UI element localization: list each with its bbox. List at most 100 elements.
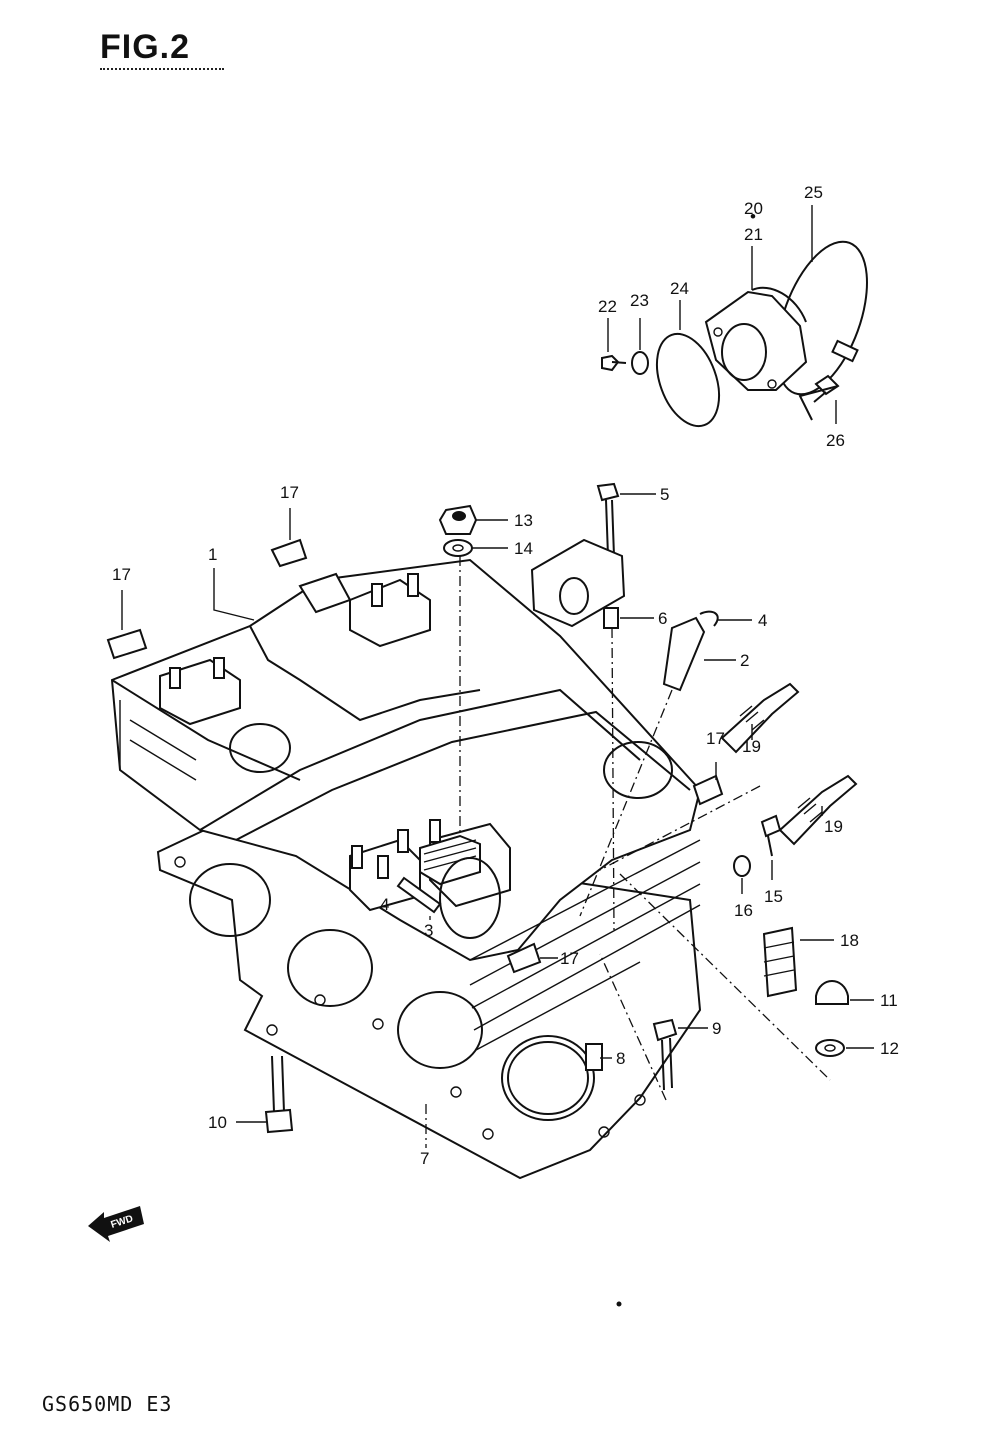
callout-20: 20 bbox=[744, 199, 763, 218]
screw-22 bbox=[601, 354, 627, 372]
callout-19-upper: 19 bbox=[742, 737, 761, 756]
stud bbox=[397, 829, 409, 853]
plug-17 bbox=[270, 538, 308, 568]
callout-24: 24 bbox=[670, 279, 689, 298]
gasket-bore-1 bbox=[501, 1035, 595, 1121]
plug-17 bbox=[692, 774, 724, 806]
small-parts bbox=[106, 482, 858, 1134]
callout-10: 10 bbox=[208, 1113, 227, 1132]
callout-4-right: 4 bbox=[758, 611, 767, 630]
washer-14 bbox=[443, 539, 473, 557]
pipe-hole-1 bbox=[713, 327, 723, 337]
dowel-8 bbox=[585, 1043, 603, 1071]
callout-labels: 20 • 21 25 24 23 22 26 17 17 1 13 14 5 6… bbox=[112, 183, 899, 1168]
speck bbox=[616, 1301, 622, 1307]
gasket-hole bbox=[266, 1024, 278, 1036]
bolt-10 bbox=[271, 1055, 285, 1113]
model-code: GS650MD E3 bbox=[42, 1392, 173, 1416]
reed-block bbox=[419, 834, 481, 886]
oil-pipe-3 bbox=[396, 876, 442, 914]
leader-1 bbox=[213, 568, 255, 621]
guide-2 bbox=[662, 616, 706, 692]
washer-16 bbox=[733, 855, 751, 877]
gasket-hole bbox=[482, 1128, 494, 1140]
spark-plug-19 bbox=[720, 682, 800, 754]
callout-13: 13 bbox=[514, 511, 533, 530]
o-ring-24 bbox=[655, 332, 721, 428]
washer-23 bbox=[631, 351, 649, 375]
callout-3: 3 bbox=[424, 921, 433, 940]
callout-14: 14 bbox=[514, 539, 533, 558]
bolt-9 bbox=[652, 1018, 678, 1042]
callout-4-left: 4 bbox=[380, 895, 389, 914]
dowel-6 bbox=[603, 607, 619, 629]
leader-lines bbox=[121, 493, 874, 1148]
gasket-hole bbox=[598, 1126, 610, 1138]
callout-separator: • bbox=[750, 207, 756, 226]
stud bbox=[377, 855, 389, 879]
callout-16: 16 bbox=[734, 901, 753, 920]
stud bbox=[213, 657, 225, 679]
spark-plug-19 bbox=[778, 774, 858, 846]
callout-11: 11 bbox=[880, 991, 898, 1010]
callout-19-lower: 19 bbox=[824, 817, 843, 836]
clamp-25 bbox=[776, 240, 868, 396]
callout-12: 12 bbox=[880, 1039, 899, 1058]
gasket-bore-1-inner bbox=[507, 1041, 589, 1115]
cylinder-head-1 bbox=[110, 558, 702, 1051]
callout-7: 7 bbox=[420, 1149, 429, 1168]
title-underline bbox=[100, 68, 224, 70]
stud bbox=[351, 845, 363, 869]
stud bbox=[169, 667, 181, 689]
screw-26-shaft bbox=[798, 385, 839, 421]
pipe-neck bbox=[751, 286, 807, 323]
callout-5: 5 bbox=[660, 485, 669, 504]
callout-17-left: 17 bbox=[112, 565, 131, 584]
leader-2-dash bbox=[579, 689, 673, 917]
bolt-15 bbox=[760, 814, 782, 838]
stud bbox=[371, 583, 383, 607]
stud bbox=[407, 573, 419, 597]
pipe-hole-2 bbox=[767, 379, 777, 389]
gasket-bore-2 bbox=[397, 991, 483, 1069]
clamp-screw bbox=[831, 339, 859, 363]
callout-17-top: 17 bbox=[280, 483, 299, 502]
callout-2: 2 bbox=[740, 651, 749, 670]
gasket-bore-3 bbox=[287, 929, 373, 1007]
port-opening bbox=[439, 857, 501, 939]
callout-18: 18 bbox=[840, 931, 859, 950]
gasket-bore-4 bbox=[189, 863, 271, 937]
callout-17-bottom: 17 bbox=[560, 949, 579, 968]
bolt-5 bbox=[596, 482, 620, 502]
callout-21: 21 bbox=[744, 225, 763, 244]
gasket-hole bbox=[372, 1018, 384, 1030]
callout-25: 25 bbox=[804, 183, 823, 202]
gasket-hole bbox=[314, 994, 326, 1006]
port-opening bbox=[603, 741, 673, 799]
gasket-hole bbox=[634, 1094, 646, 1106]
callout-17-right: 17 bbox=[706, 729, 725, 748]
callout-9: 9 bbox=[712, 1019, 721, 1038]
leader-12-dash bbox=[619, 873, 831, 1081]
gasket-hole bbox=[174, 856, 186, 868]
callout-8: 8 bbox=[616, 1049, 625, 1068]
stud bbox=[429, 819, 441, 843]
port-opening bbox=[229, 723, 291, 773]
callout-23: 23 bbox=[630, 291, 649, 310]
callout-15: 15 bbox=[764, 887, 783, 906]
intake-pipe-assembly bbox=[601, 205, 868, 428]
gasket-hole bbox=[450, 1086, 462, 1098]
callout-1: 1 bbox=[208, 545, 217, 564]
cap-18 bbox=[762, 926, 798, 998]
washer-12 bbox=[815, 1039, 845, 1057]
plug-17 bbox=[506, 942, 542, 974]
plug-17 bbox=[106, 628, 148, 660]
callout-22: 22 bbox=[598, 297, 617, 316]
cam-cap-upper bbox=[530, 538, 626, 628]
figure-title: FIG.2 bbox=[100, 28, 191, 66]
cam-cap bbox=[298, 572, 352, 614]
forward-arrow-icon: FWD bbox=[88, 1206, 144, 1242]
pipe-bore bbox=[721, 323, 767, 381]
callout-26: 26 bbox=[826, 431, 845, 450]
leader-9-dash bbox=[599, 953, 667, 1101]
